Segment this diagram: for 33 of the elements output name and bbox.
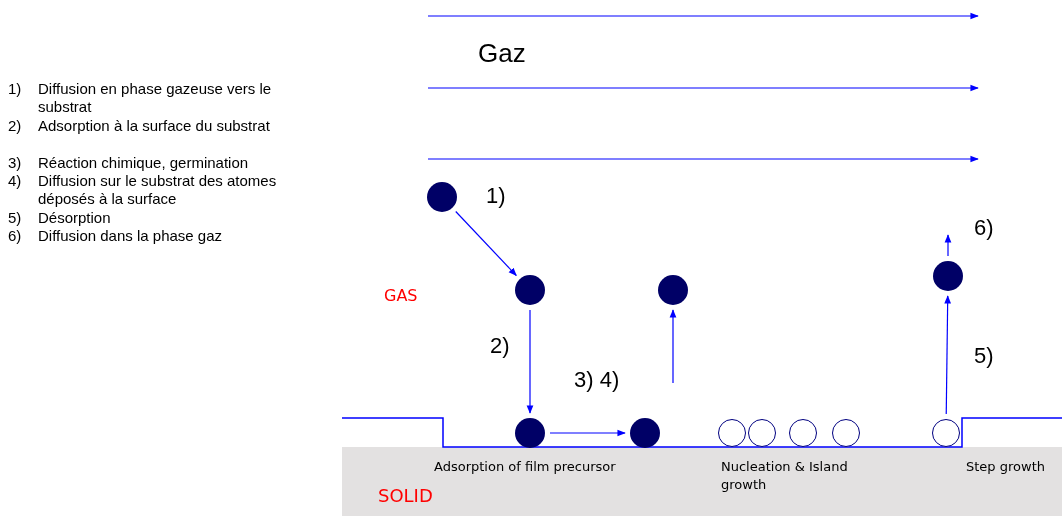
caption: Step growth — [966, 458, 1045, 476]
list-item: 1) Diffusion en phase gazeuse vers le substrat — [8, 80, 273, 116]
particle-circle — [933, 261, 963, 291]
caption: Nucleation & Island growth — [721, 458, 849, 494]
region-label: Gaz — [478, 38, 526, 69]
nucleus-circle — [832, 419, 860, 447]
edge-label: 2) — [488, 334, 512, 358]
arrow — [549, 429, 626, 437]
arrow — [944, 234, 952, 257]
edge-label: 1) — [484, 184, 508, 208]
region-label: GAS — [384, 286, 418, 305]
nucleus-circle — [718, 419, 746, 447]
caption: Adsorption of film precursor — [434, 458, 616, 476]
region-label: SOLID — [378, 485, 433, 506]
list-item: 4) Diffusion sur le substrat des atomes déposés à la surface — [8, 172, 278, 208]
list-item: 6) Diffusion dans la phase gaz — [8, 227, 223, 245]
list-item: 2) Adsorption à la surface du substrat — [8, 117, 271, 135]
edge-label: 5) — [972, 344, 996, 368]
nucleus-circle — [748, 419, 776, 447]
arrow — [455, 210, 517, 277]
nucleus-circle — [932, 419, 960, 447]
arrow — [944, 295, 951, 415]
edge-label: 6) — [972, 216, 996, 240]
list-item: 5) Désorption — [8, 209, 112, 227]
particle-circle — [515, 275, 545, 305]
nucleus-circle — [789, 419, 817, 447]
list-item: 3) Réaction chimique, germination — [8, 154, 250, 172]
particle-circle — [658, 275, 688, 305]
arrow — [526, 309, 534, 414]
arrow — [669, 309, 677, 384]
particle-circle — [427, 182, 457, 212]
particle-circle — [515, 418, 545, 448]
particle-circle — [630, 418, 660, 448]
